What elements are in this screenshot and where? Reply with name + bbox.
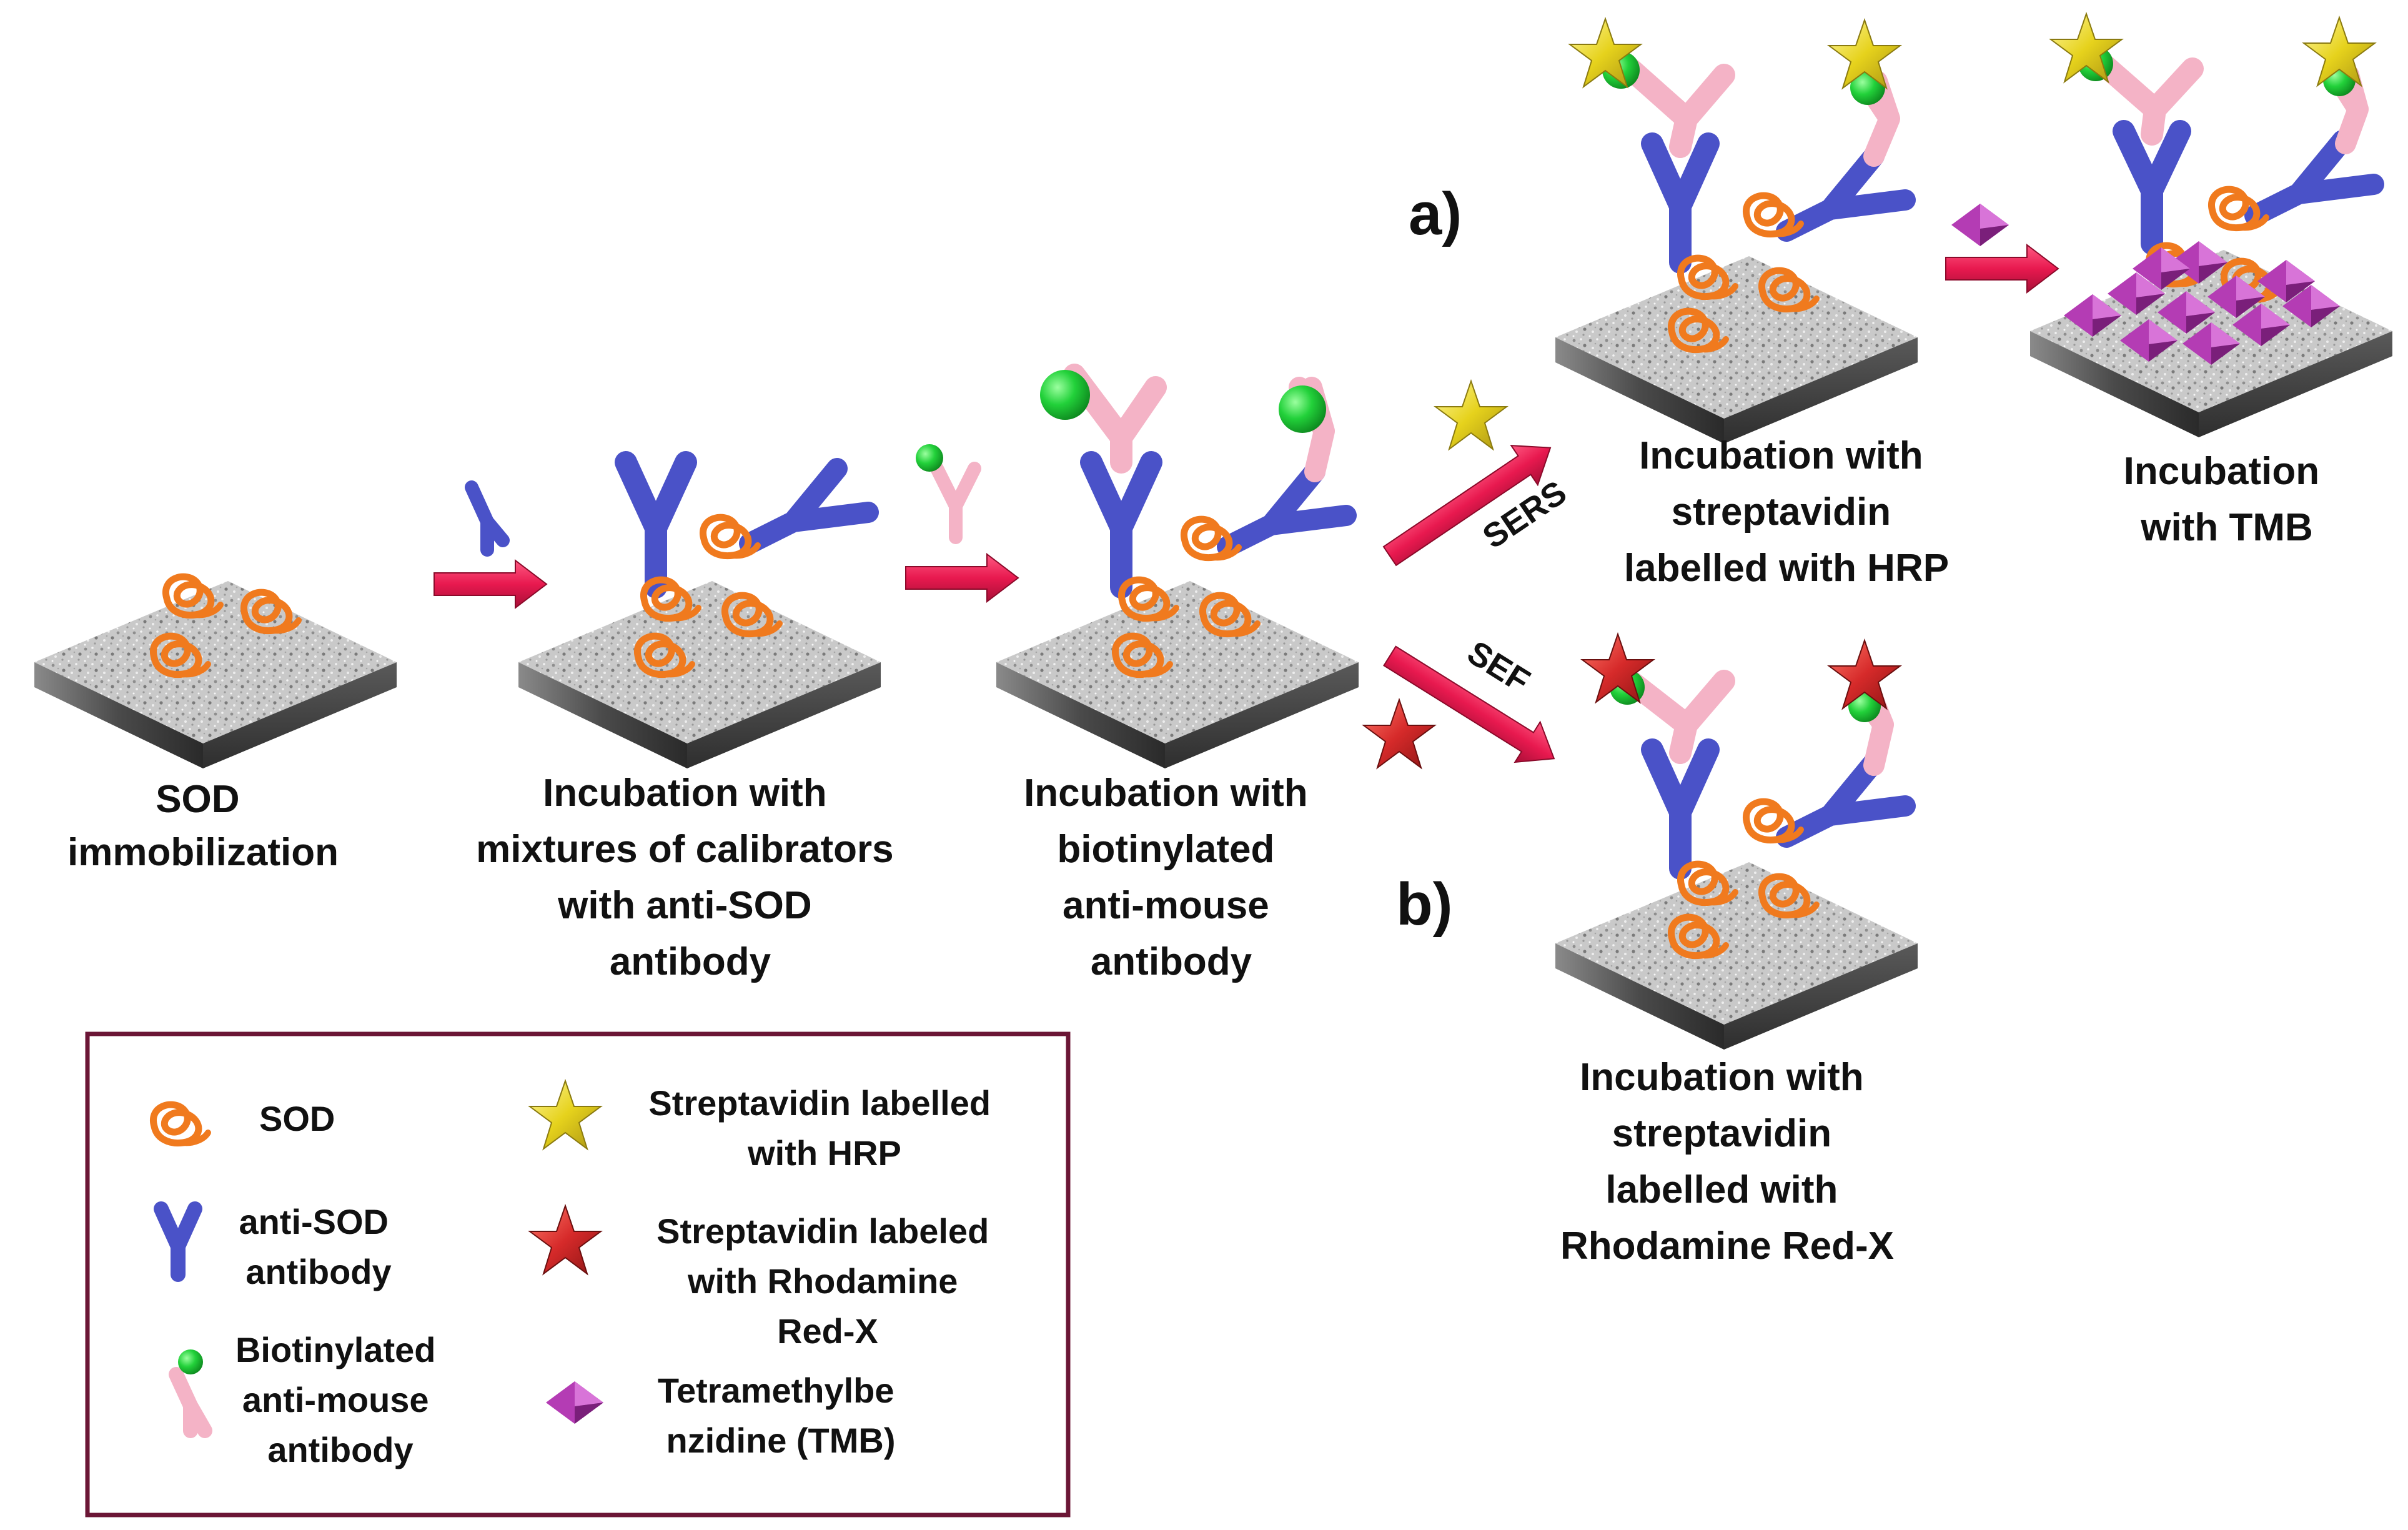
stage-label-incubation-calibrators: Incubation with mixtures of calibrators … [476, 772, 904, 983]
step-arrow [905, 554, 1019, 602]
branch-a-label: a) [1409, 181, 1462, 247]
stage-incubation-rhodamine: Incubation with streptavidin labelled wi… [1555, 633, 1918, 1268]
legend-sod: SOD [259, 1099, 335, 1138]
sod-coil-icon [2211, 189, 2266, 227]
biotin-sphere [1279, 385, 1326, 433]
free-biotinylated-antibody [916, 444, 974, 537]
stage-label-incubation-rhodamine: Incubation with streptavidin labelled wi… [1560, 1056, 1894, 1268]
legend-tmb: Tetramethylbe nzidine (TMB) [658, 1371, 904, 1460]
stage-incubation-calibrators: Incubation with mixtures of calibrators … [476, 462, 904, 983]
biotin-sphere [1040, 370, 1090, 420]
sod-coil-icon [1184, 519, 1239, 557]
legend: SOD anti-SOD antibody Biotinylated anti-… [85, 1031, 1071, 1518]
anti-sod-antibody-icon [1786, 156, 1905, 231]
stage-incubation-hrp: Incubation with streptavidin labelled wi… [1555, 18, 1949, 590]
anti-sod-antibody-icon [1641, 132, 1720, 274]
stage-incubation-biotinylated: Incubation with biotinylated anti-mouse … [996, 364, 1359, 983]
anti-sod-antibody-icon [154, 1201, 202, 1282]
biotin-sphere [178, 1349, 203, 1374]
anti-sod-antibody-icon [626, 462, 686, 587]
branch-b-label: b) [1396, 871, 1453, 938]
anti-sod-antibody-icon [1227, 472, 1346, 547]
step-arrow [1945, 244, 2059, 293]
anti-mouse-antibody-icon [2094, 54, 2204, 146]
stage-label-sod-immobilization: SOD immobilization [67, 778, 339, 874]
legend-biotinylated: Biotinylated anti-mouse antibody [235, 1330, 445, 1469]
anti-sod-antibody-icon [1641, 738, 1720, 880]
yellow-star-icon [1435, 380, 1507, 450]
anti-sod-antibody-icon [2255, 141, 2374, 216]
anti-sod-antibody-icon [1080, 451, 1162, 599]
stage-incubation-tmb: Incubation with TMB [2030, 13, 2392, 549]
stage-sod-immobilization: SOD immobilization [34, 577, 397, 874]
stage-label-incubation-hrp: Incubation with streptavidin labelled wi… [1624, 434, 1949, 590]
step-arrow [434, 560, 547, 609]
red-star-icon [1363, 699, 1435, 768]
anti-mouse-antibody-icon [169, 1367, 212, 1438]
anti-mouse-antibody-icon [1619, 670, 1735, 764]
sef-label: SEF [1461, 633, 1537, 700]
anti-sod-antibody-icon [1786, 762, 1905, 837]
stage-label-incubation-tmb: Incubation with TMB [2124, 450, 2331, 549]
legend-streptavidin-hrp: Streptavidin labelled with HRP [648, 1083, 1000, 1173]
anti-mouse-antibody-icon [1063, 364, 1167, 474]
sod-coil-icon [703, 517, 758, 555]
anti-mouse-antibody-icon [1619, 57, 1735, 158]
anti-sod-antibody-icon [2113, 120, 2191, 255]
sers-arrow [1382, 444, 1552, 567]
sef-arrow [1383, 645, 1555, 763]
anti-sod-antibody-icon [750, 469, 868, 544]
purple-diamond-icon [1951, 204, 2009, 246]
free-anti-sod-antibody [465, 480, 510, 557]
legend-anti-sod: anti-SOD antibody [239, 1202, 398, 1291]
sod-coil-icon [1746, 802, 1801, 840]
stage-label-incubation-biotinylated: Incubation with biotinylated anti-mouse … [1024, 772, 1319, 983]
sod-coil-icon [1746, 196, 1801, 234]
legend-streptavidin-rhodamine: Streptavidin labeled with Rhodamine Red-… [657, 1211, 999, 1351]
